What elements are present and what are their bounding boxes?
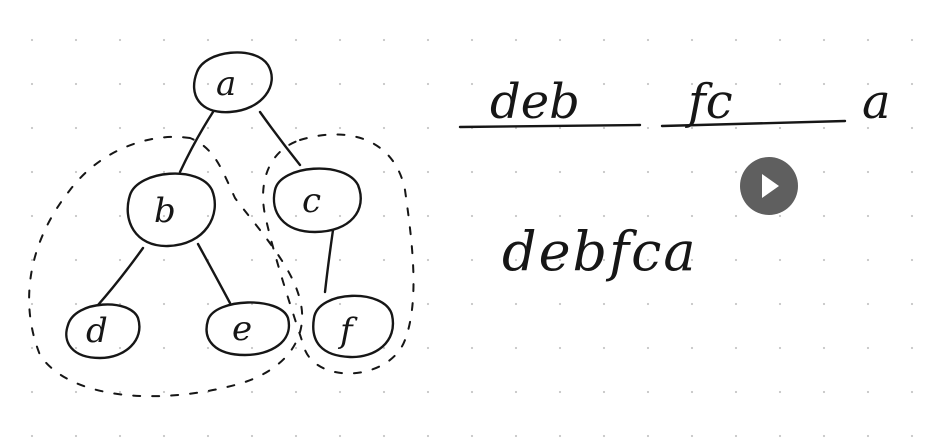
node-c-label: c <box>302 181 321 221</box>
tree-edges <box>96 110 335 307</box>
node-b: b <box>126 172 217 248</box>
underline-left-group <box>458 123 642 129</box>
node-c: c <box>272 167 362 234</box>
node-e: e <box>205 301 291 357</box>
node-e-label: e <box>232 309 252 349</box>
play-button[interactable] <box>740 157 798 215</box>
note-left-group: deb <box>490 74 580 130</box>
edge-c-f <box>323 228 335 294</box>
edge-a-c <box>258 110 302 167</box>
edge-b-d <box>96 246 145 307</box>
node-a-label: a <box>216 64 236 104</box>
node-b-label: b <box>154 191 176 231</box>
edge-a-b <box>178 110 215 174</box>
node-d: d <box>65 303 141 360</box>
note-right-group: fc <box>685 74 733 130</box>
left-subtree-outline <box>28 135 304 398</box>
note-root: a <box>862 74 891 130</box>
edge-b-e <box>196 242 232 305</box>
node-f: f <box>312 294 395 359</box>
node-a: a <box>192 51 273 114</box>
underline-right-group <box>660 119 847 128</box>
note-result: debfca <box>502 220 698 283</box>
right-subtree-outline <box>262 133 415 375</box>
node-f-label: f <box>337 311 358 351</box>
play-icon <box>762 174 779 198</box>
node-d-label: d <box>86 311 108 351</box>
